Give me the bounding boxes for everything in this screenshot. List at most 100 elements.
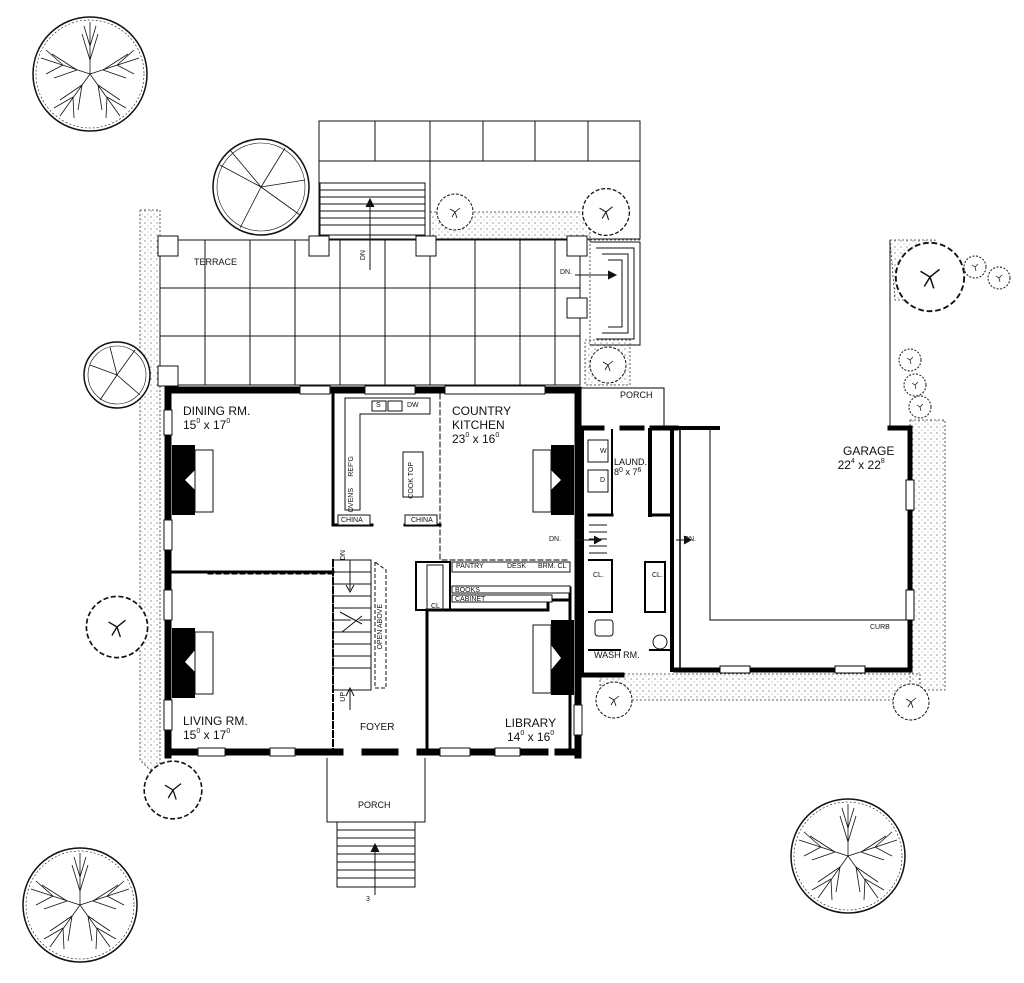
cook-top-label: COOK TOP xyxy=(408,462,415,499)
tree-symbol xyxy=(595,681,633,719)
kitchen-name-1: COUNTRY xyxy=(452,404,512,418)
sink-label: S xyxy=(376,402,381,409)
stair-down-label: DN xyxy=(340,550,347,561)
dim-x: x xyxy=(203,418,210,432)
kitchen-dimensions: 230 x 160 xyxy=(452,432,511,446)
dim-a: 14 xyxy=(506,730,521,744)
dim-a-sup: 0 xyxy=(196,728,201,735)
tree-symbol xyxy=(212,138,310,236)
dim-a: 15 xyxy=(183,728,197,742)
broom-closet-label: BRM. CL xyxy=(538,563,567,570)
tree-symbol xyxy=(581,187,631,237)
dim-x: x xyxy=(858,458,865,472)
dim-b-sup: 6 xyxy=(637,467,642,474)
china-right-label: CHINA xyxy=(411,517,433,524)
dim-x: x xyxy=(203,728,210,742)
pantry-label: PANTRY xyxy=(456,563,484,570)
tree-symbol xyxy=(85,595,149,659)
terrace-label: TERRACE xyxy=(194,257,238,267)
dim-a-sup: 0 xyxy=(465,432,470,439)
living-room-dimensions: 150 x 170 xyxy=(183,728,248,742)
stair-closet-label: CL xyxy=(431,603,440,610)
dim-a-sup: 0 xyxy=(520,730,525,737)
refrigerator-label: REF'G xyxy=(348,456,355,477)
dining-room-label: DINING RM. 150 x 170 xyxy=(183,404,250,432)
living-room-name: LIVING RM. xyxy=(183,714,248,728)
garage-label: GARAGE 224 x 228 xyxy=(828,444,895,472)
books-label: BOOKS xyxy=(455,587,480,594)
tree-symbol xyxy=(903,373,927,397)
tree-symbol xyxy=(963,255,987,279)
open-above-label: OPEN ABOVE xyxy=(377,604,384,650)
windows xyxy=(163,385,583,757)
tree-symbol xyxy=(32,16,148,132)
desk-label: DESK xyxy=(507,563,527,570)
wash-room-label: WASH RM. xyxy=(594,650,640,660)
closet-a-label: CL. xyxy=(593,572,604,579)
library-dimensions: 140 x 160 xyxy=(505,730,556,744)
library-name: LIBRARY xyxy=(505,716,557,730)
living-room-label: LIVING RM. 150 x 170 xyxy=(183,714,248,742)
terrace xyxy=(157,235,588,387)
dim-b: 17 xyxy=(212,418,227,432)
dim-b: 16 xyxy=(536,730,551,744)
curb-label: CURB xyxy=(870,624,890,631)
dining-room-name: DINING RM. xyxy=(183,404,251,418)
front-porch xyxy=(326,758,426,895)
tree-symbol xyxy=(894,241,966,313)
dim-b-sup: 0 xyxy=(226,418,231,425)
dishwasher-label: DW xyxy=(407,402,419,409)
laundry-dimensions: 80 x 76 xyxy=(614,467,647,477)
library-label: LIBRARY 140 x 160 xyxy=(505,716,556,744)
tree-symbol xyxy=(790,798,906,914)
china-left-label: CHINA xyxy=(341,517,363,524)
terrace-steps-down-label: DN. xyxy=(560,269,573,276)
dim-b-sup: 0 xyxy=(226,728,231,735)
washer-label: W xyxy=(600,448,607,455)
dim-a: 22 xyxy=(837,458,851,472)
closet-b-label: CL. xyxy=(652,572,663,579)
dim-a: 8 xyxy=(614,467,620,477)
kitchen-label: COUNTRY KITCHEN 230 x 160 xyxy=(452,404,511,446)
laundry-name: LAUND. xyxy=(614,457,648,467)
ovens-label: OVENS xyxy=(348,488,355,513)
upper-patio xyxy=(318,120,641,240)
terrace-side-steps xyxy=(575,241,641,346)
front-porch-label: PORCH xyxy=(358,800,391,810)
garage-walls xyxy=(673,425,915,674)
dim-a: 23 xyxy=(452,432,466,446)
kitchen-down-label: DN. xyxy=(549,536,562,543)
hearths xyxy=(194,449,552,695)
garage-dimensions: 224 x 228 xyxy=(828,458,894,472)
dim-b: 16 xyxy=(481,432,496,446)
tree-symbol xyxy=(589,346,627,384)
tree-symbol xyxy=(898,348,922,372)
fireplaces xyxy=(172,445,574,698)
tree-symbol xyxy=(143,760,203,820)
dim-b-sup: 0 xyxy=(550,730,555,737)
front-steps-label: 3 xyxy=(366,896,370,903)
dim-a-sup: 4 xyxy=(850,458,855,465)
main-stair xyxy=(332,559,387,710)
dim-x: x xyxy=(527,730,534,744)
dim-b: 22 xyxy=(867,458,881,472)
mudroom-down-label: DN. xyxy=(684,536,697,543)
tree-symbol xyxy=(22,847,138,963)
laundry-fixtures xyxy=(575,439,693,650)
laundry-label: LAUND. 80 x 76 xyxy=(614,457,647,477)
tree-symbol xyxy=(892,683,930,721)
dim-x: x xyxy=(625,467,630,477)
kitchen-counters xyxy=(337,397,571,611)
side-porch-label: PORCH xyxy=(620,390,653,400)
service-wing-walls xyxy=(579,387,679,678)
tree-symbol xyxy=(83,341,151,409)
dim-x: x xyxy=(472,432,479,446)
dim-a: 15 xyxy=(183,418,197,432)
dryer-label: D xyxy=(600,477,606,484)
dim-b: 17 xyxy=(212,728,227,742)
cabinet-label: CABINET xyxy=(455,596,486,603)
foyer-label: FOYER xyxy=(360,722,395,733)
tree-symbol xyxy=(987,266,1011,290)
dim-a-sup: 0 xyxy=(196,418,201,425)
